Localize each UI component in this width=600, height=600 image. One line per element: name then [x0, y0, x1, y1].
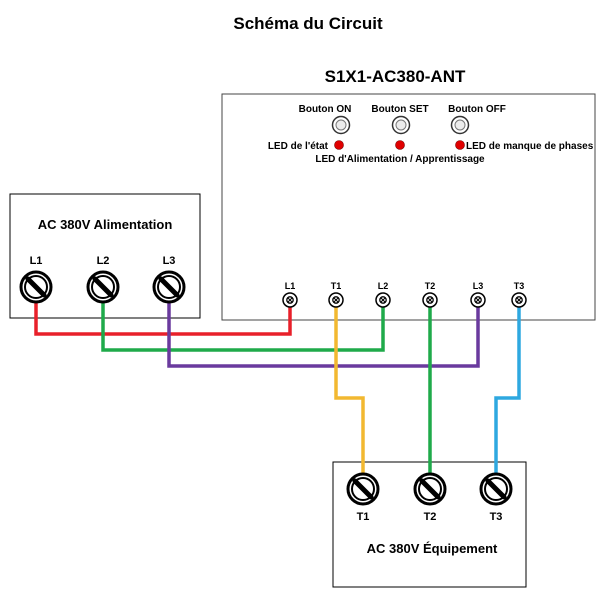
equipment-terminal-label-t1: T1	[357, 511, 370, 523]
equipment-terminal-label-t2: T2	[424, 511, 437, 523]
controller-terminal-t2[interactable]	[422, 292, 438, 308]
equipment-terminal-t1[interactable]	[348, 474, 378, 504]
button-on-label: Bouton ON	[299, 104, 352, 115]
button-set[interactable]	[391, 115, 411, 135]
wire-l1	[34, 287, 292, 336]
wire-l3	[167, 287, 480, 368]
controller-terminal-label-t3: T3	[514, 281, 525, 291]
controller-terminal-l2[interactable]	[375, 292, 391, 308]
controller-terminals: L1 T1 L2 T2 L3 T3	[282, 281, 527, 308]
equipment-terminal-label-t3: T3	[490, 511, 503, 523]
controller-model: S1X1-AC380-ANT	[325, 67, 466, 86]
wire-t3	[494, 304, 521, 488]
supply-terminal-label-l3: L3	[163, 255, 176, 267]
button-set-label: Bouton SET	[371, 104, 428, 115]
led-power-indicator	[395, 140, 405, 150]
led-state-label: LED de l'état	[268, 141, 329, 152]
controller-terminal-l1[interactable]	[282, 292, 298, 308]
supply-terminal-label-l2: L2	[97, 255, 110, 267]
controller-box	[221, 93, 596, 321]
supply-terminal-l2[interactable]	[88, 272, 118, 302]
supply-terminals: L1 L2 L3	[21, 255, 184, 302]
button-off-label: Bouton OFF	[448, 104, 506, 115]
supply-terminal-l3[interactable]	[154, 272, 184, 302]
equipment-terminal-t2[interactable]	[415, 474, 445, 504]
led-phase-indicator	[455, 140, 465, 150]
supply-terminal-label-l1: L1	[30, 255, 43, 267]
controller-terminal-label-l2: L2	[378, 281, 389, 291]
controller-terminal-label-l3: L3	[473, 281, 484, 291]
controller-terminal-t3[interactable]	[511, 292, 527, 308]
wire-t1	[334, 304, 365, 488]
supply-terminal-l1[interactable]	[21, 272, 51, 302]
controller-terminal-label-l1: L1	[285, 281, 296, 291]
button-off[interactable]	[450, 115, 470, 135]
controller-terminal-t1[interactable]	[328, 292, 344, 308]
controller-terminal-label-t1: T1	[331, 281, 342, 291]
controller-terminal-label-t2: T2	[425, 281, 436, 291]
supply-label: AC 380V Alimentation	[38, 217, 173, 232]
wire-l2	[101, 287, 385, 352]
button-on[interactable]	[331, 115, 351, 135]
equipment-terminal-t3[interactable]	[481, 474, 511, 504]
wires	[34, 287, 521, 488]
equipment-label: AC 380V Équipement	[367, 541, 498, 556]
led-power-label: LED d'Alimentation / Apprentissage	[315, 154, 485, 165]
led-phase-label: LED de manque de phases	[466, 141, 594, 152]
controller-terminal-l3[interactable]	[470, 292, 486, 308]
diagram-title: Schéma du Circuit	[233, 14, 383, 33]
led-state-indicator	[334, 140, 344, 150]
equipment-terminals: T1 T2 T3	[348, 474, 511, 523]
